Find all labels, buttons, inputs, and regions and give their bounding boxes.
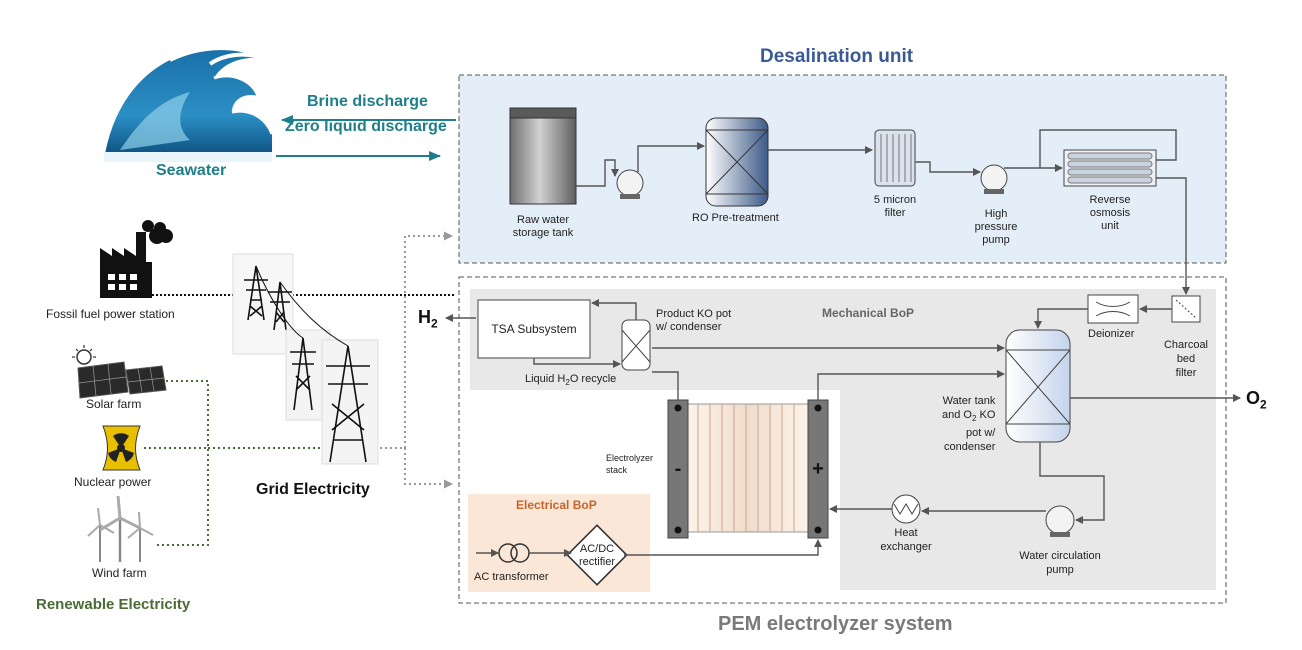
- feed-pump: [616, 169, 644, 197]
- water-tank-label: Water tank and O2 KO pot w/ condenser: [942, 395, 996, 454]
- o2-label: O2: [1246, 388, 1267, 412]
- zero-liquid-discharge-label: Zero liquid discharge: [285, 118, 447, 135]
- pem-title: PEM electrolyzer system: [718, 613, 953, 635]
- rectifier-diamond: [566, 524, 628, 586]
- product-ko-pot: [621, 319, 651, 371]
- recycle-label: Liquid H2O recycle: [525, 373, 617, 388]
- deionizer-box: [1087, 294, 1139, 324]
- raw-water-tank: [509, 109, 577, 205]
- fossil-label: Fossil fuel power station: [46, 307, 175, 321]
- nuclear-icon: [102, 425, 141, 471]
- water-tank: [1005, 329, 1071, 443]
- wind-label: Wind farm: [92, 566, 147, 580]
- anode-sign: +: [812, 458, 824, 480]
- electrical-bop-area: [468, 494, 650, 592]
- renewable-label: Renewable Electricity: [36, 596, 191, 613]
- factory-icon: [100, 220, 173, 298]
- desalination-title: Desalination unit: [760, 46, 914, 67]
- water-circulation-pump: [1045, 505, 1075, 535]
- nuclear-label: Nuclear power: [74, 475, 152, 489]
- ro-pretreatment-label: RO Pre-treatment: [692, 212, 779, 224]
- ac-transformer-label: AC transformer: [474, 571, 549, 583]
- brine-discharge-label: Brine discharge: [307, 93, 428, 110]
- tsa-label: TSA Subsystem: [491, 322, 577, 336]
- h2-label: H2: [418, 307, 438, 331]
- wave-icon: [104, 46, 274, 162]
- solar-panel-icon: [72, 345, 167, 399]
- wind-turbine-icon: [87, 495, 154, 562]
- seawater-label: Seawater: [156, 162, 227, 179]
- mechanical-bop-title: Mechanical BoP: [822, 306, 915, 320]
- electrical-bop-title: Electrical BoP: [516, 498, 597, 512]
- cathode-sign: -: [674, 458, 682, 480]
- high-pressure-pump: [980, 164, 1008, 192]
- solar-label: Solar farm: [86, 397, 142, 411]
- grid-label: Grid Electricity: [256, 481, 370, 498]
- deionizer-label: Deionizer: [1088, 328, 1135, 340]
- transmission-tower-icon: [232, 253, 379, 465]
- heat-exchanger: [891, 494, 921, 524]
- electrolyzer-stack-cells: [685, 403, 811, 533]
- tsa-subsystem-box: [477, 299, 591, 359]
